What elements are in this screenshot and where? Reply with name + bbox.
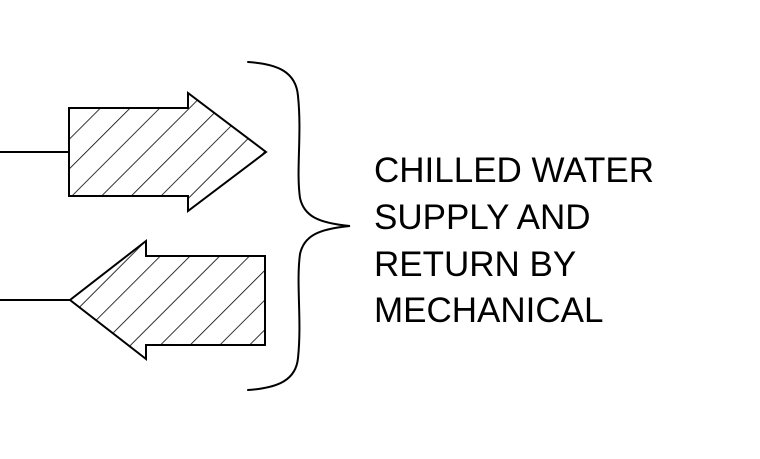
- label-line-1: CHILLED WATER: [374, 151, 654, 190]
- supply-arrow: [68, 90, 268, 214]
- label-line-4: MECHANICAL: [374, 291, 603, 330]
- curly-brace: [247, 61, 351, 391]
- label-line-2: SUPPLY AND: [374, 198, 591, 237]
- label-line-3: RETURN BY: [374, 245, 576, 284]
- return-arrow: [68, 238, 266, 362]
